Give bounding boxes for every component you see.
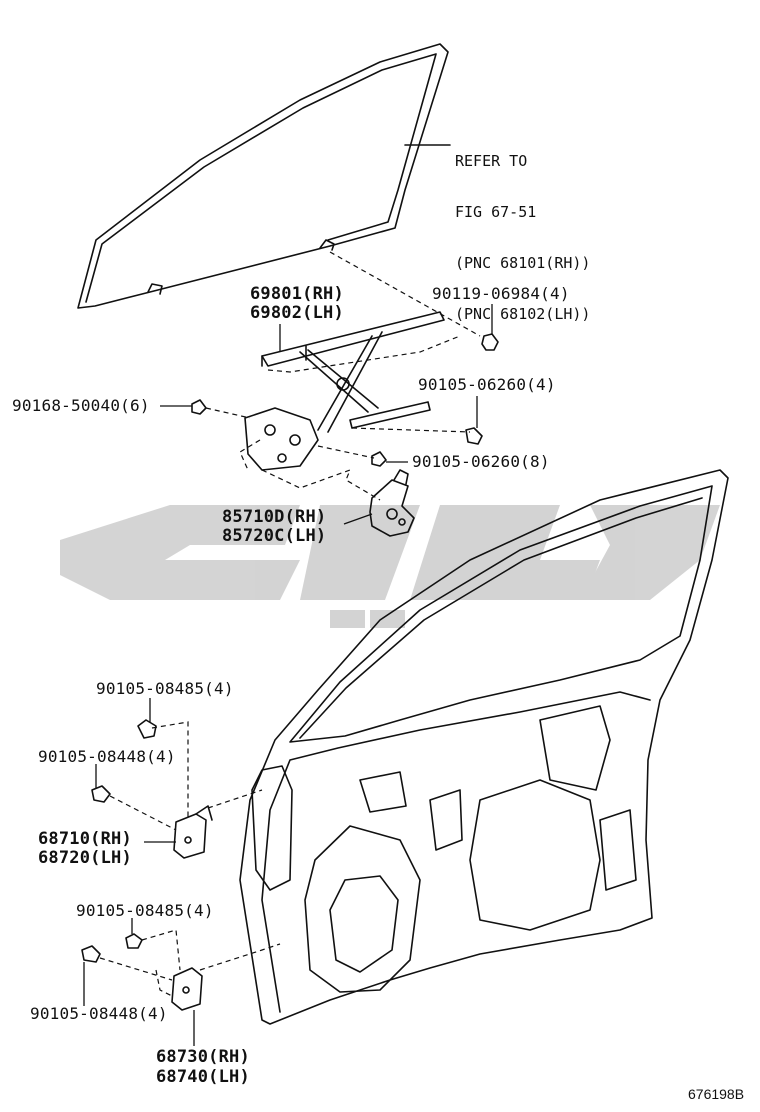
refer-note-line: REFER TO — [455, 152, 528, 170]
refer-note-line: (PNC 68102(LH)) — [455, 305, 591, 323]
window-regulator — [244, 311, 445, 471]
door-body — [239, 469, 729, 1025]
regulator-motor — [369, 469, 415, 537]
part-label-upper-hinge-lh[interactable]: 68720(LH) — [38, 848, 132, 868]
watermark-logo — [60, 505, 720, 628]
part-label-lower-bolt-a[interactable]: 90105-08485(4) — [76, 901, 214, 920]
part-label-regulator-rh[interactable]: 69801(RH) — [250, 284, 344, 304]
part-label-upper-bolt-b[interactable]: 90105-08448(4) — [38, 747, 176, 766]
upper-hinge — [173, 805, 213, 859]
part-label-upper-hinge-rh[interactable]: 68710(RH) — [38, 829, 132, 849]
refer-note: REFER TO FIG 67-51 (PNC 68101(RH)) (PNC … — [455, 119, 590, 357]
part-label-lower-hinge-lh[interactable]: 68740(LH) — [156, 1067, 250, 1087]
part-label-bolt-90105-a[interactable]: 90105-06260(4) — [418, 375, 556, 394]
part-label-bolt-90119[interactable]: 90119-06984(4) — [432, 284, 570, 303]
part-label-lower-bolt-b[interactable]: 90105-08448(4) — [30, 1004, 168, 1023]
part-label-motor-lh[interactable]: 85720C(LH) — [222, 526, 327, 546]
part-label-bolt-90105-b[interactable]: 90105-06260(8) — [412, 452, 550, 471]
figure-id: 676198B — [688, 1086, 745, 1102]
door-glass — [77, 43, 451, 309]
part-label-bolt-90168[interactable]: 90168-50040(6) — [12, 396, 150, 415]
refer-note-line: (PNC 68101(RH)) — [455, 254, 591, 272]
part-label-upper-bolt-a[interactable]: 90105-08485(4) — [96, 679, 234, 698]
part-label-regulator-lh[interactable]: 69802(LH) — [250, 303, 344, 323]
part-label-motor-rh[interactable]: 85710D(RH) — [222, 507, 327, 527]
refer-note-line: FIG 67-51 — [455, 203, 537, 221]
part-label-lower-hinge-rh[interactable]: 68730(RH) — [156, 1047, 250, 1067]
lower-hinge — [171, 967, 203, 1011]
